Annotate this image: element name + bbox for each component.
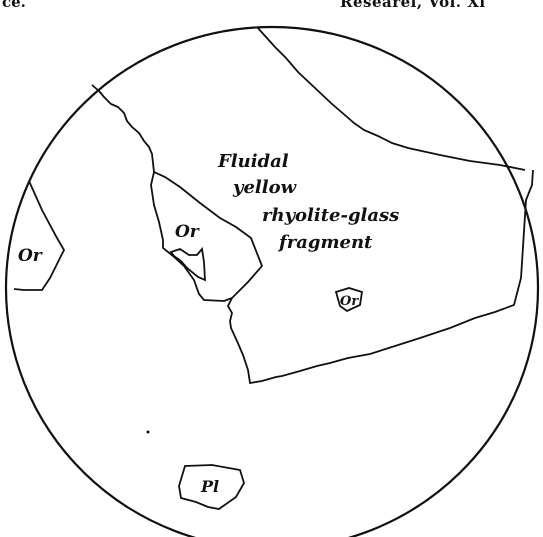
upper-boundary-line [257,27,525,170]
label-fragment-line2: yellow [232,177,298,198]
label-fragment-line1: Fluidal [217,151,289,172]
speck-mark [147,431,150,434]
label-or-left: Or [18,246,43,266]
label-fragment-line4: fragment [277,232,373,253]
label-or-small: Or [340,294,359,309]
label-fragment-line3: rhyolite-glass [262,205,399,226]
label-pl: Pl [200,477,219,496]
field-of-view-circle [6,27,538,537]
label-or-center: Or [175,222,200,242]
orthoclase-notch [171,249,205,280]
